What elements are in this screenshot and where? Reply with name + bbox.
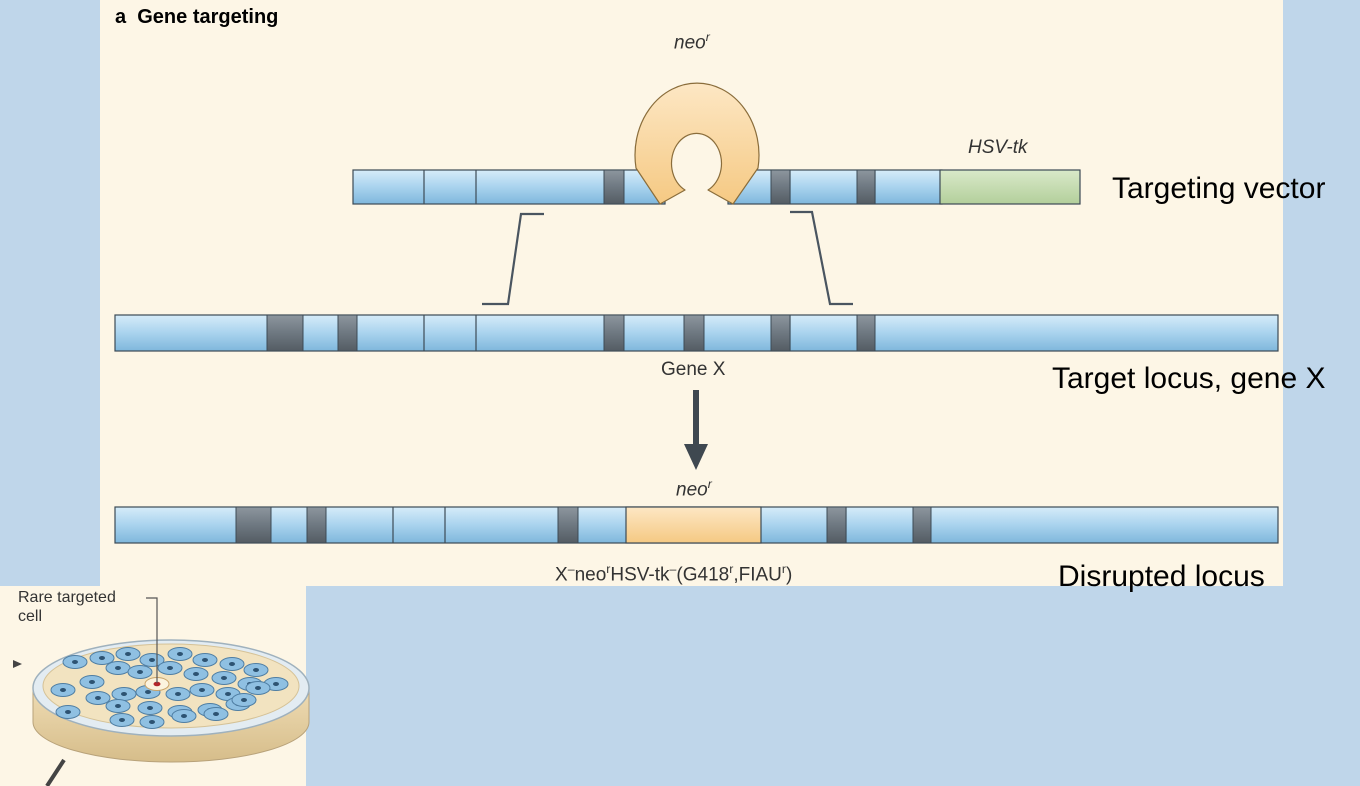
cell-nucleus: [60, 688, 66, 692]
cell-nucleus: [213, 712, 219, 716]
gene-x-label: Gene X: [661, 359, 726, 380]
cell-nucleus: [181, 714, 187, 718]
arrow-icon: [45, 758, 66, 786]
cell-nucleus: [225, 692, 231, 696]
disrupted-exon: [826, 506, 847, 544]
cell-nucleus: [175, 692, 181, 696]
cell-nucleus: [273, 682, 279, 686]
cell-nucleus: [137, 670, 143, 674]
locus-exon: [770, 314, 791, 352]
cell-nucleus: [95, 696, 101, 700]
cell-nucleus: [199, 688, 205, 692]
panel-letter: a: [115, 6, 127, 28]
cell-nucleus: [89, 680, 95, 684]
neo-bottom-label: neor: [676, 477, 712, 501]
cell-nucleus: [119, 718, 125, 722]
cell-nucleus: [253, 668, 259, 672]
dish-cells: [50, 647, 289, 729]
disrupted-exon: [306, 506, 327, 544]
target-locus-label: Target locus, gene X: [1052, 362, 1326, 395]
panel-title: a Gene targeting: [115, 6, 278, 29]
cell-nucleus: [125, 652, 131, 656]
cell-nucleus: [65, 710, 71, 714]
targeting-vector: [352, 82, 1081, 205]
locus-exon: [683, 314, 705, 352]
cell-nucleus: [149, 658, 155, 662]
targeting-vector-label: Targeting vector: [1112, 172, 1326, 205]
cell-nucleus: [229, 662, 235, 666]
cell-nucleus: [202, 658, 208, 662]
crossover-line-left: [482, 212, 544, 306]
neo-loop: [634, 82, 760, 205]
disrupted-locus-label: Disrupted locus: [1058, 560, 1265, 593]
vector-exon: [603, 169, 625, 205]
cell-nucleus: [115, 666, 121, 670]
disrupted-exon: [912, 506, 932, 544]
cell-nucleus: [167, 666, 173, 670]
callout-line: [146, 597, 158, 683]
cell-nucleus: [221, 676, 227, 680]
arrow-icon: [13, 660, 22, 668]
panel-title-text: Gene targeting: [137, 6, 279, 28]
cell-nucleus: [147, 706, 153, 710]
locus-exon: [603, 314, 625, 352]
genotype-label: X‒neorHSV-tk‒(G418r,FIAUr): [555, 562, 793, 586]
target-locus: [114, 314, 1279, 352]
cell-nucleus: [145, 690, 151, 694]
targeted-cell-nucleus: [153, 681, 161, 687]
neo-top-label: neor: [674, 30, 710, 54]
hsv-tk-cassette: [939, 169, 1081, 205]
cell-nucleus: [241, 698, 247, 702]
neo-insert: [625, 506, 762, 544]
cell-nucleus: [115, 704, 121, 708]
down-arrow-icon: [684, 390, 708, 470]
locus-exon: [337, 314, 358, 352]
cell-nucleus: [177, 652, 183, 656]
rare-targeted-cell-label: Rare targeted cell: [18, 589, 116, 625]
vector-exon: [770, 169, 791, 205]
cell-nucleus: [193, 672, 199, 676]
disrupted-locus: [114, 506, 1279, 544]
disrupted-exon: [557, 506, 579, 544]
cell-nucleus: [149, 720, 155, 724]
vector-exon: [856, 169, 876, 205]
hsv-tk-label: HSV-tk: [968, 137, 1028, 158]
cell-nucleus: [121, 692, 127, 696]
locus-exon: [266, 314, 304, 352]
cell-nucleus: [255, 686, 261, 690]
disrupted-exon: [235, 506, 272, 544]
cell-nucleus: [99, 656, 105, 660]
crossover-line-right: [790, 210, 853, 306]
vector-right-arm: [727, 169, 943, 205]
locus-exon: [856, 314, 876, 352]
cell-nucleus: [72, 660, 78, 664]
